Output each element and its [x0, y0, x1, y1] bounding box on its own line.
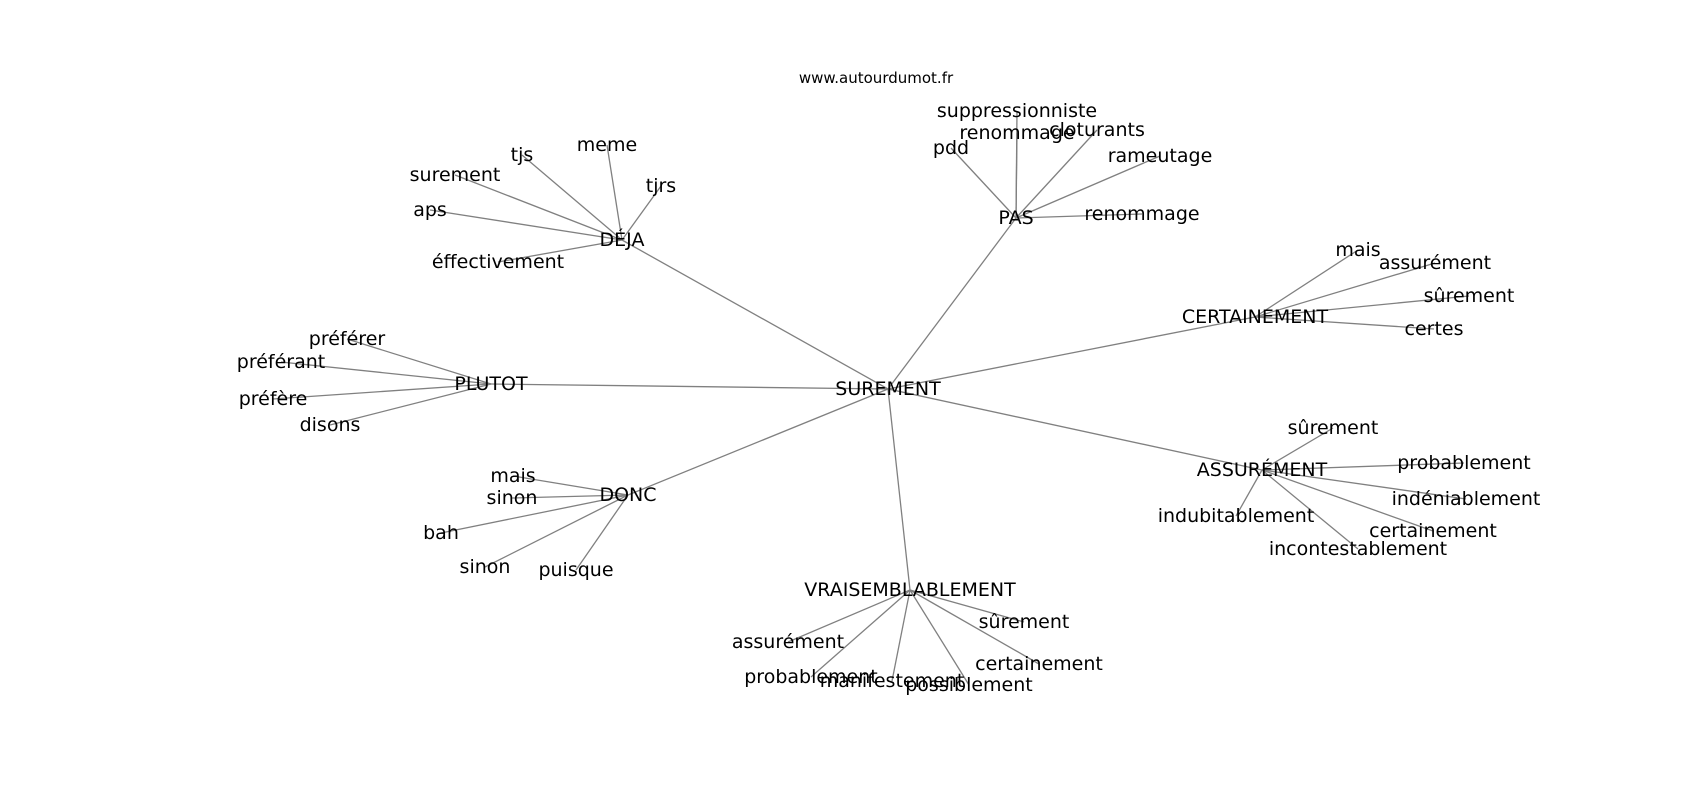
edge-hub-to-leaf	[575, 494, 629, 571]
edge-hub-to-leaf	[787, 589, 911, 643]
hub-node-label: VRAISEMBLABLEMENT	[804, 579, 1016, 601]
edge-center-to-hub	[490, 383, 889, 390]
edge-hub-to-leaf	[511, 494, 629, 499]
edge-center-to-hub	[887, 316, 1256, 390]
leaf-node-label: assurément	[732, 631, 844, 653]
edge-hub-to-leaf	[454, 174, 623, 241]
graph-body: SUREMENT DÉJA tjs meme surement tjrs aps éffect…	[237, 100, 1541, 696]
leaf-node-label: incontestablement	[1269, 538, 1447, 560]
leaf-node-label: bah	[423, 522, 459, 544]
leaf-node-label: meme	[577, 134, 637, 156]
leaf-node-label: certainement	[1369, 520, 1497, 542]
edge-hub-to-leaf	[1015, 213, 1143, 219]
leaf-node-label: tjs	[511, 144, 534, 166]
leaf-node-label: éffectivement	[432, 251, 564, 273]
leaf-node-label: sinon	[460, 556, 511, 578]
leaf-node-label: puisque	[538, 559, 613, 581]
edge-hub-to-leaf	[1261, 427, 1334, 471]
leaf-node-label: renommage	[1084, 203, 1199, 225]
leaf-node-label: suppressionniste	[937, 100, 1097, 122]
edge-hub-to-leaf	[606, 144, 623, 241]
edge-center-to-hub	[621, 239, 889, 390]
leaf-node-label: disons	[300, 414, 361, 436]
edge-center-to-hub	[887, 217, 1017, 390]
leaf-node-label: sûrement	[1424, 285, 1515, 307]
leaf-node-label: indéniablement	[1392, 488, 1541, 510]
edge-hub-to-leaf	[1261, 469, 1434, 532]
leaf-node-label: assurément	[1379, 252, 1491, 274]
edge-center-to-hub	[887, 388, 1263, 471]
edge-hub-to-leaf	[1254, 262, 1436, 318]
edge-hub-to-leaf	[512, 475, 629, 496]
edge-hub-to-leaf	[1254, 249, 1359, 318]
leaf-node-label: rameutage	[1108, 145, 1213, 167]
leaf-node-label: indubitablement	[1158, 505, 1315, 527]
edges	[272, 110, 1470, 686]
leaf-node-label: possiblement	[905, 674, 1032, 696]
edge-hub-to-leaf	[280, 361, 492, 385]
center-node-label: SUREMENT	[835, 378, 941, 400]
edge-hub-to-leaf	[891, 589, 911, 682]
leaf-node-label: préférer	[309, 328, 386, 350]
edge-hub-to-leaf	[621, 185, 662, 241]
edge-hub-to-leaf	[810, 589, 911, 678]
edge-hub-to-leaf	[1015, 129, 1098, 219]
edge-hub-to-leaf	[1254, 316, 1435, 330]
leaf-node-label: sinon	[487, 487, 538, 509]
edge-hub-to-leaf	[909, 589, 970, 686]
edge-hub-to-leaf	[1015, 155, 1161, 219]
leaf-node-label: sûrement	[1288, 417, 1379, 439]
edge-hub-to-leaf	[1015, 132, 1018, 219]
edge-hub-to-leaf	[521, 154, 623, 241]
hub-node-label: PAS	[998, 207, 1033, 229]
leaf-node-label: mais	[1335, 239, 1380, 261]
hub-node-label: ASSURÉMENT	[1197, 458, 1328, 481]
edge-hub-to-leaf	[1254, 295, 1470, 318]
edge-hub-to-leaf	[909, 589, 1040, 665]
edge-hub-to-leaf	[272, 383, 492, 400]
edge-center-to-hub	[627, 388, 889, 496]
leaf-node-label: cloturants	[1049, 119, 1145, 141]
hub-node-label: CERTAINEMENT	[1182, 306, 1329, 328]
leaf-node-label: manifestement	[820, 670, 965, 692]
edge-hub-to-leaf	[484, 494, 629, 568]
edge-hub-to-leaf	[346, 338, 492, 385]
leaf-node-label: préfère	[239, 388, 308, 410]
hub-node-label: PLUTOT	[454, 373, 528, 395]
site-credit: www.autourdumot.fr	[799, 69, 954, 87]
leaf-node-label: aps	[413, 199, 447, 221]
leaf-node-label: tjrs	[646, 175, 676, 197]
edge-hub-to-leaf	[440, 494, 629, 534]
leaf-node-label: certes	[1405, 318, 1464, 340]
leaf-node-label: mais	[490, 465, 535, 487]
edge-hub-to-leaf	[1261, 469, 1467, 500]
hub-node-label: DÉJA	[600, 228, 645, 251]
edge-hub-to-leaf	[909, 589, 1025, 623]
leaf-node-label: surement	[410, 164, 501, 186]
edge-hub-to-leaf	[1261, 462, 1465, 471]
edge-hub-to-leaf	[950, 147, 1017, 219]
leaf-node-label: préférant	[237, 351, 325, 373]
leaf-node-label: certainement	[975, 653, 1103, 675]
hub-node-label: DONC	[599, 484, 656, 506]
leaf-node-label: probablement	[1397, 452, 1531, 474]
leaf-node-label: probablement	[744, 666, 878, 688]
edge-center-to-hub	[887, 388, 911, 591]
leaf-node-label: sûrement	[979, 611, 1070, 633]
labels: SUREMENT DÉJA tjs meme surement tjrs aps éffect…	[237, 100, 1541, 696]
edge-hub-to-leaf	[429, 209, 623, 241]
edge-hub-to-leaf	[1261, 469, 1359, 550]
leaf-node-label: renommage	[959, 122, 1074, 144]
edge-hub-to-leaf	[497, 239, 623, 263]
leaf-node-label: pdd	[933, 137, 969, 159]
edge-hub-to-leaf	[329, 383, 492, 426]
edge-hub-to-leaf	[1235, 469, 1263, 517]
